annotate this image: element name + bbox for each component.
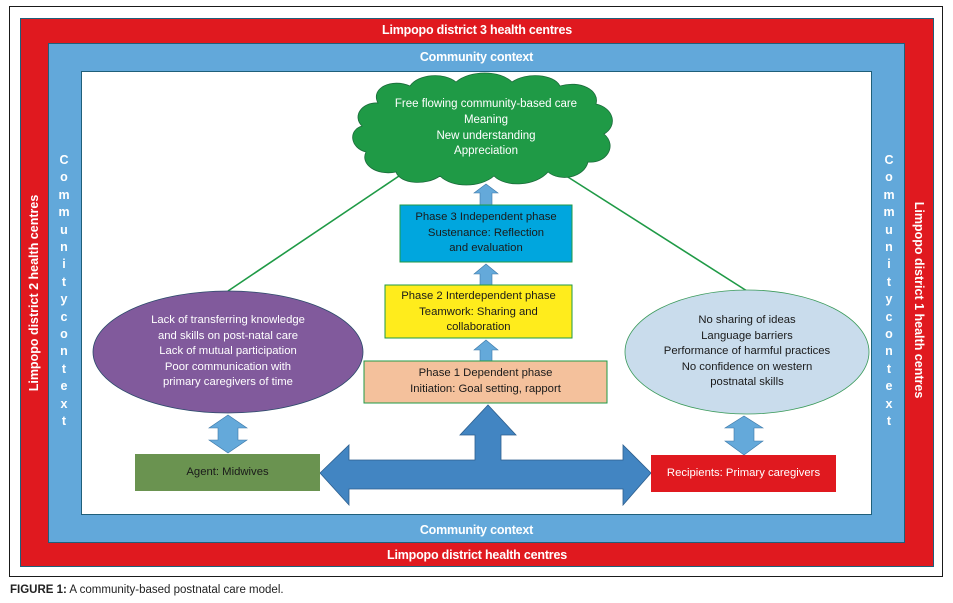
caption-label: FIGURE 1: <box>10 584 67 596</box>
context-letter: o <box>60 170 68 185</box>
context-letter: i <box>62 257 66 272</box>
phase-2-box <box>384 284 573 339</box>
challenge-line: primary caregivers of time <box>163 376 293 389</box>
phase-1-title: Phase 1 Dependent phase <box>418 367 553 379</box>
double-arrow-left <box>208 414 248 454</box>
context-letter: x <box>885 396 893 411</box>
figure-caption: FIGURE 1: A community-based postnatal ca… <box>10 584 284 596</box>
challenge-line: Lack of mutual participation <box>159 345 297 358</box>
caregiver-challenges-ellipse <box>624 289 870 415</box>
context-letter: n <box>885 344 893 359</box>
arrow-phase1-to-phase2 <box>473 339 499 362</box>
agent-box <box>135 454 320 491</box>
context-letter: t <box>886 274 892 289</box>
challenge-line: Language barriers <box>701 329 793 342</box>
context-letter: t <box>61 361 67 376</box>
phase-2-text: Phase 2 Interdependent phase Teamwork: S… <box>385 289 572 336</box>
context-letter: u <box>60 222 68 237</box>
three-way-arrow <box>319 404 652 507</box>
context-letter: u <box>885 222 893 237</box>
cloud-line: Appreciation <box>454 145 518 158</box>
arrow-phase2-to-phase3 <box>473 263 499 286</box>
challenge-line: Poor communication with <box>164 360 292 373</box>
cloud-line: New understanding <box>436 129 536 142</box>
arrow-to-cloud <box>473 183 499 206</box>
midwife-challenges-ellipse <box>92 290 364 414</box>
midwife-challenges-text: Lack of transferring knowledge and skill… <box>118 313 338 391</box>
community-context-bottom-label: Community context <box>419 523 534 537</box>
district-3-label: Limpopo district 3 health centres <box>382 23 572 37</box>
phase-1-text: Phase 1 Dependent phase Initiation: Goal… <box>364 366 607 397</box>
context-letter: e <box>885 379 893 394</box>
caption-text: A community-based postnatal care model. <box>66 584 284 596</box>
phase-3-line: Sustenance: Reflection <box>427 226 545 239</box>
recipients-box <box>651 455 836 492</box>
cloud-text: Free flowing community-based care Meanin… <box>370 97 602 160</box>
phase-2-line: Teamwork: Sharing and <box>419 305 538 318</box>
caregiver-challenges-text: No sharing of ideas Language barriers Pe… <box>632 313 862 391</box>
context-letter: y <box>60 292 68 307</box>
context-letter: m <box>883 205 895 220</box>
outcome-cloud <box>352 72 613 186</box>
recipients-label: Recipients: Primary caregivers <box>666 467 821 479</box>
context-letter: C <box>884 153 894 167</box>
context-letter: o <box>60 327 68 342</box>
context-letter: m <box>58 205 70 220</box>
agent-label: Agent: Midwives <box>186 466 269 478</box>
double-arrow-right <box>723 415 765 456</box>
context-letter: o <box>885 170 893 185</box>
cloud-line: Free flowing community-based care <box>394 98 578 110</box>
context-letter: t <box>886 361 892 376</box>
context-letter: C <box>59 153 69 167</box>
challenge-line: Performance of harmful practices <box>663 345 831 358</box>
district-bottom-label: Limpopo district health centres <box>387 548 567 562</box>
context-letter: t <box>886 414 892 429</box>
context-letter: m <box>883 187 895 202</box>
context-letter: t <box>61 274 67 289</box>
challenge-line: No sharing of ideas <box>698 314 796 326</box>
context-letter: c <box>60 309 68 324</box>
context-letter: x <box>60 396 68 411</box>
connector-line-left <box>227 173 403 292</box>
context-letter: t <box>61 414 67 429</box>
phase-3-line: and evaluation <box>449 242 523 255</box>
phase-3-title: Phase 3 Independent phase <box>415 211 557 223</box>
context-letter: e <box>60 379 68 394</box>
context-letter: n <box>60 240 68 255</box>
context-letter: m <box>58 187 70 202</box>
challenge-line: Lack of transferring knowledge <box>151 314 305 326</box>
phase-3-text: Phase 3 Independent phase Sustenance: Re… <box>400 210 572 257</box>
challenge-line: postnatal skills <box>710 376 784 389</box>
connector-line-right <box>559 171 748 292</box>
context-letter: n <box>885 240 893 255</box>
context-letter: i <box>887 257 891 272</box>
phase-3-box <box>399 204 573 263</box>
challenge-line: No confidence on western <box>681 360 813 373</box>
community-context-top-label: Community context <box>419 50 534 64</box>
phase-2-title: Phase 2 Interdependent phase <box>401 290 556 302</box>
context-letter: n <box>60 344 68 359</box>
phase-1-box <box>363 360 608 404</box>
context-letter: o <box>885 327 893 342</box>
challenge-line: and skills on post-natal care <box>157 329 299 342</box>
phase-1-line: Initiation: Goal setting, rapport <box>410 382 561 395</box>
context-letter: y <box>885 292 893 307</box>
context-letter: c <box>885 309 893 324</box>
cloud-line: Meaning <box>463 113 509 126</box>
phase-2-line: collaboration <box>446 321 511 334</box>
